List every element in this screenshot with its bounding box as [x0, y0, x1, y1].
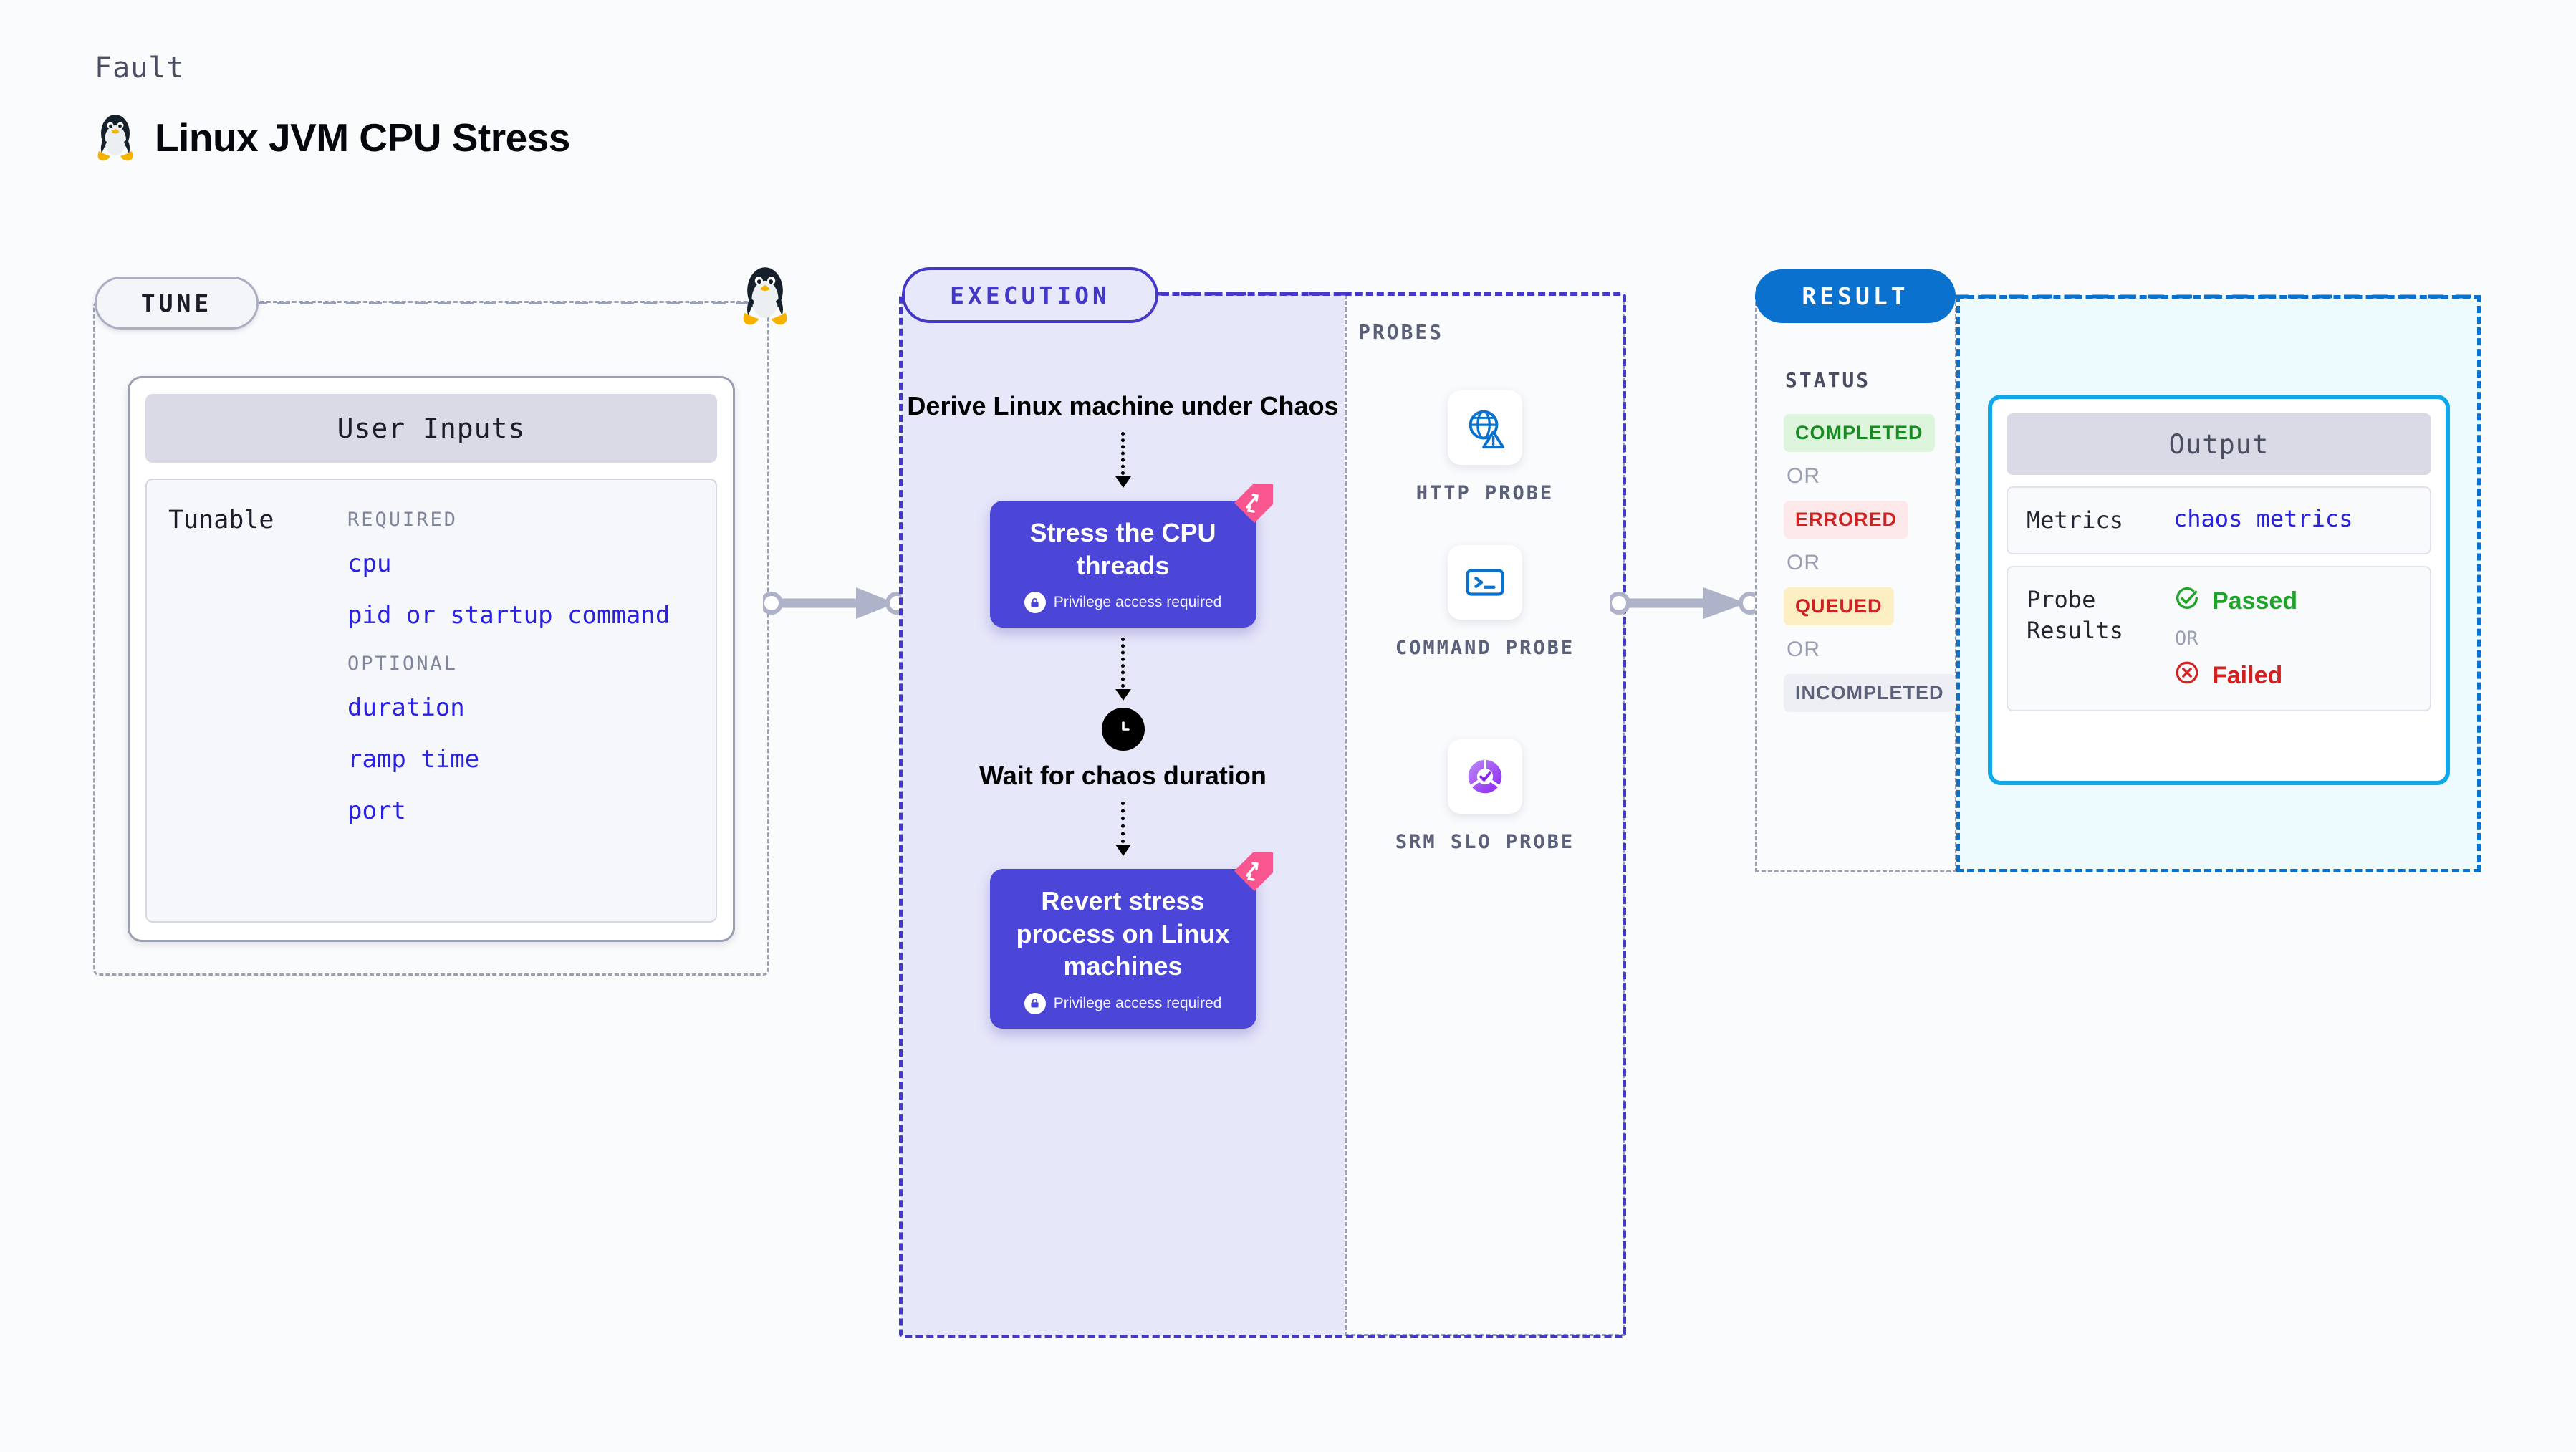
fault-ribbon-icon	[1234, 852, 1273, 892]
output-title: Output	[2007, 413, 2431, 475]
result-leader-line	[1953, 294, 2479, 299]
tunable-item-duration[interactable]: duration	[347, 693, 465, 722]
fault-eyebrow-label: Fault	[95, 52, 185, 85]
x-circle-icon	[2173, 659, 2201, 693]
clock-icon	[1101, 708, 1145, 751]
srm-slo-donut-check-icon	[1448, 739, 1522, 814]
execution-node-stress-cpu[interactable]: Stress the CPU threads Privilege access …	[989, 484, 1273, 628]
lock-icon	[1024, 592, 1046, 614]
execution-step-wait-duration: Wait for chaos duration	[979, 761, 1267, 791]
linux-penguin-icon	[95, 112, 136, 163]
connector-execution-to-result	[1610, 587, 1762, 619]
tune-pill-label: TUNE	[140, 289, 213, 317]
probe-label-command: COMMAND PROBE	[1395, 637, 1575, 659]
execution-pill[interactable]: EXECUTION	[902, 267, 1158, 323]
status-badge-errored: ERRORED	[1784, 501, 1948, 539]
linux-penguin-marker-icon	[739, 264, 791, 328]
probe-result-failed: Failed	[2173, 659, 2411, 693]
page-title-row: Linux JVM CPU Stress	[95, 112, 570, 163]
execution-node-stress-cpu-note: Privilege access required	[1011, 592, 1235, 614]
tunable-box: Tunable REQUIRED cpu pid or startup comm…	[145, 479, 717, 923]
output-card: Output Metrics chaos metrics Probe Resul…	[1988, 395, 2450, 785]
output-row-metrics: Metrics chaos metrics	[2007, 486, 2431, 555]
privilege-note-text: Privilege access required	[1053, 594, 1222, 611]
execution-node-revert-stress-title: Revert stress process on Linux machines	[1016, 886, 1230, 981]
lock-icon	[1024, 992, 1046, 1014]
probes-region	[1345, 294, 1625, 1336]
status-list: COMPLETED OR ERRORED OR QUEUED OR INCOMP…	[1784, 414, 1956, 712]
tunable-label: Tunable	[168, 506, 274, 534]
status-badge-completed: COMPLETED	[1784, 414, 1948, 452]
execution-leader-line	[1155, 292, 1348, 296]
tunable-group-required-label: REQUIRED	[347, 509, 458, 531]
result-pill[interactable]: RESULT	[1755, 269, 1956, 323]
probe-label-srm-slo: SRM SLO PROBE	[1395, 831, 1575, 853]
probe-item-command[interactable]: COMMAND PROBE	[1345, 545, 1625, 661]
probe-item-http[interactable]: HTTP PROBE	[1345, 390, 1625, 506]
status-or-2: OR	[1787, 551, 1820, 574]
page-title: Linux JVM CPU Stress	[155, 115, 570, 160]
privilege-note-text: Privilege access required	[1053, 994, 1222, 1011]
check-circle-icon	[2173, 585, 2201, 618]
user-inputs-card: User Inputs Tunable REQUIRED cpu pid or …	[128, 376, 735, 942]
execution-node-revert-stress[interactable]: Revert stress process on Linux machines …	[989, 852, 1273, 1029]
flow-arrow-3	[1115, 802, 1131, 857]
probe-result-passed: Passed	[2173, 585, 2411, 618]
passed-label: Passed	[2212, 587, 2298, 615]
tunable-list: REQUIRED cpu pid or startup command OPTI…	[347, 506, 694, 895]
http-globe-warning-icon	[1448, 390, 1522, 465]
probe-result-or: OR	[2175, 628, 2198, 650]
probes-title: PROBES	[1358, 320, 1444, 344]
probe-results-label-text: Probe Results	[2027, 586, 2123, 645]
flow-arrow-1	[1115, 432, 1131, 489]
status-badge-incompleted: INCOMPLETED	[1784, 674, 1956, 712]
result-status-region	[1755, 295, 1957, 872]
execution-node-stress-cpu-title: Stress the CPU threads	[1029, 518, 1216, 580]
execution-node-revert-stress-note: Privilege access required	[1011, 992, 1235, 1014]
output-row-probe-results: Probe Results Passed OR	[2007, 566, 2431, 712]
probe-item-srm-slo[interactable]: SRM SLO PROBE	[1345, 739, 1625, 855]
failed-label: Failed	[2212, 662, 2283, 690]
metrics-value[interactable]: chaos metrics	[2173, 505, 2353, 532]
tunable-item-pid-or-startup-command[interactable]: pid or startup command	[347, 601, 671, 630]
execution-pill-label: EXECUTION	[950, 281, 1110, 309]
connector-tune-to-execution	[763, 587, 908, 619]
status-or-3: OR	[1787, 638, 1820, 661]
probe-results-values: Passed OR Failed	[2173, 585, 2411, 693]
tunable-item-ramp-time[interactable]: ramp time	[347, 745, 480, 774]
flow-arrow-2	[1115, 638, 1131, 701]
tunable-group-optional-label: OPTIONAL	[347, 653, 458, 675]
tunable-item-port[interactable]: port	[347, 797, 406, 825]
status-title: STATUS	[1785, 368, 1871, 392]
result-pill-label: RESULT	[1802, 282, 1909, 310]
tune-region	[93, 301, 769, 976]
execution-flow: Derive Linux machine under Chaos Stress …	[901, 294, 1345, 1029]
probe-results-label: Probe Results	[2027, 585, 2173, 693]
user-inputs-title: User Inputs	[145, 394, 717, 463]
command-terminal-icon	[1448, 545, 1522, 620]
status-badge-queued: QUEUED	[1784, 587, 1948, 625]
metrics-label: Metrics	[2027, 506, 2123, 534]
tunable-item-cpu[interactable]: cpu	[347, 549, 392, 578]
status-or-1: OR	[1787, 464, 1820, 488]
execution-step-derive-machine: Derive Linux machine under Chaos	[907, 391, 1339, 420]
probe-label-http: HTTP PROBE	[1416, 482, 1554, 504]
page-header: Fault Linux JVM CPU Stress	[95, 52, 570, 163]
tune-pill[interactable]: TUNE	[95, 277, 259, 330]
fault-ribbon-icon	[1234, 484, 1273, 524]
